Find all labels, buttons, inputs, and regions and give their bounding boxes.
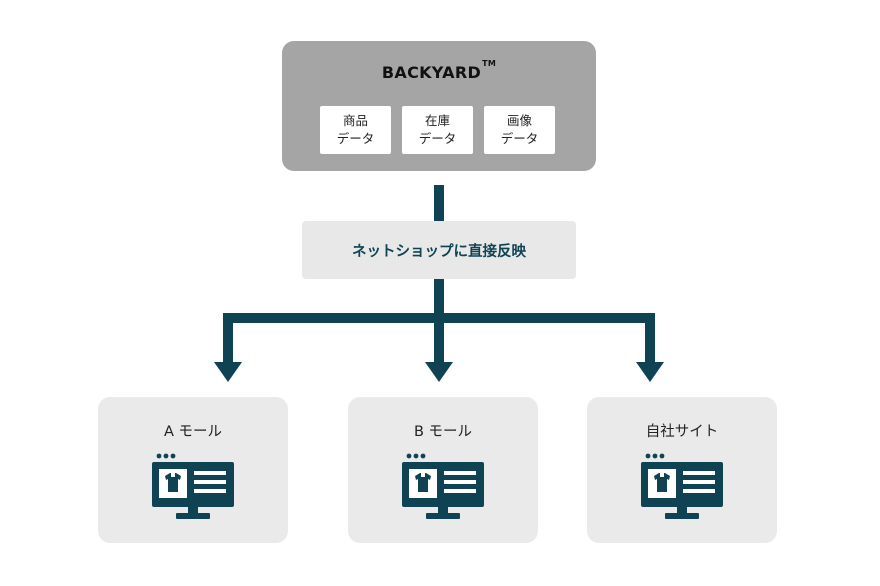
branch-line [223,313,655,323]
target-title: A モール [163,424,223,440]
target-card-own-site: 自社サイト [587,397,777,543]
chip-label-line1: 画像 [506,113,532,128]
online-shop-monitor-icon [641,453,723,519]
target-card-b-mall: B モール [348,397,538,543]
arrowhead-left [214,362,242,382]
target-title: B モール [413,424,473,440]
branch-left-drop [223,313,233,365]
branch-right-drop [645,313,655,365]
chip-label-line2: データ [336,131,375,146]
brand-name: BACKYARD [381,63,482,82]
chip-label-line2: データ [418,131,457,146]
arrowhead-right [636,362,664,382]
target-title: 自社サイト [645,424,719,440]
chip-label-line1: 在庫 [424,113,450,128]
online-shop-monitor-icon [152,453,234,519]
product-data-chip: 商品 データ [320,106,391,154]
arrowhead-center [425,362,453,382]
direct-reflect-label-box: ネットショップに直接反映 [302,221,576,279]
trademark-mark: TM [482,59,497,68]
image-data-chip: 画像 データ [484,106,555,154]
target-card-a-mall: A モール [98,397,288,543]
backyard-box: BACKYARDTM 商品 データ 在庫 データ 画像 データ [282,41,596,171]
chip-label-line1: 商品 [342,113,368,128]
backyard-brand: BACKYARDTM [282,59,596,82]
inventory-data-chip: 在庫 データ [402,106,473,154]
upper-connector-line [434,185,444,222]
chip-label-line2: データ [500,131,539,146]
direct-reflect-label: ネットショップに直接反映 [352,243,526,260]
online-shop-monitor-icon [402,453,484,519]
